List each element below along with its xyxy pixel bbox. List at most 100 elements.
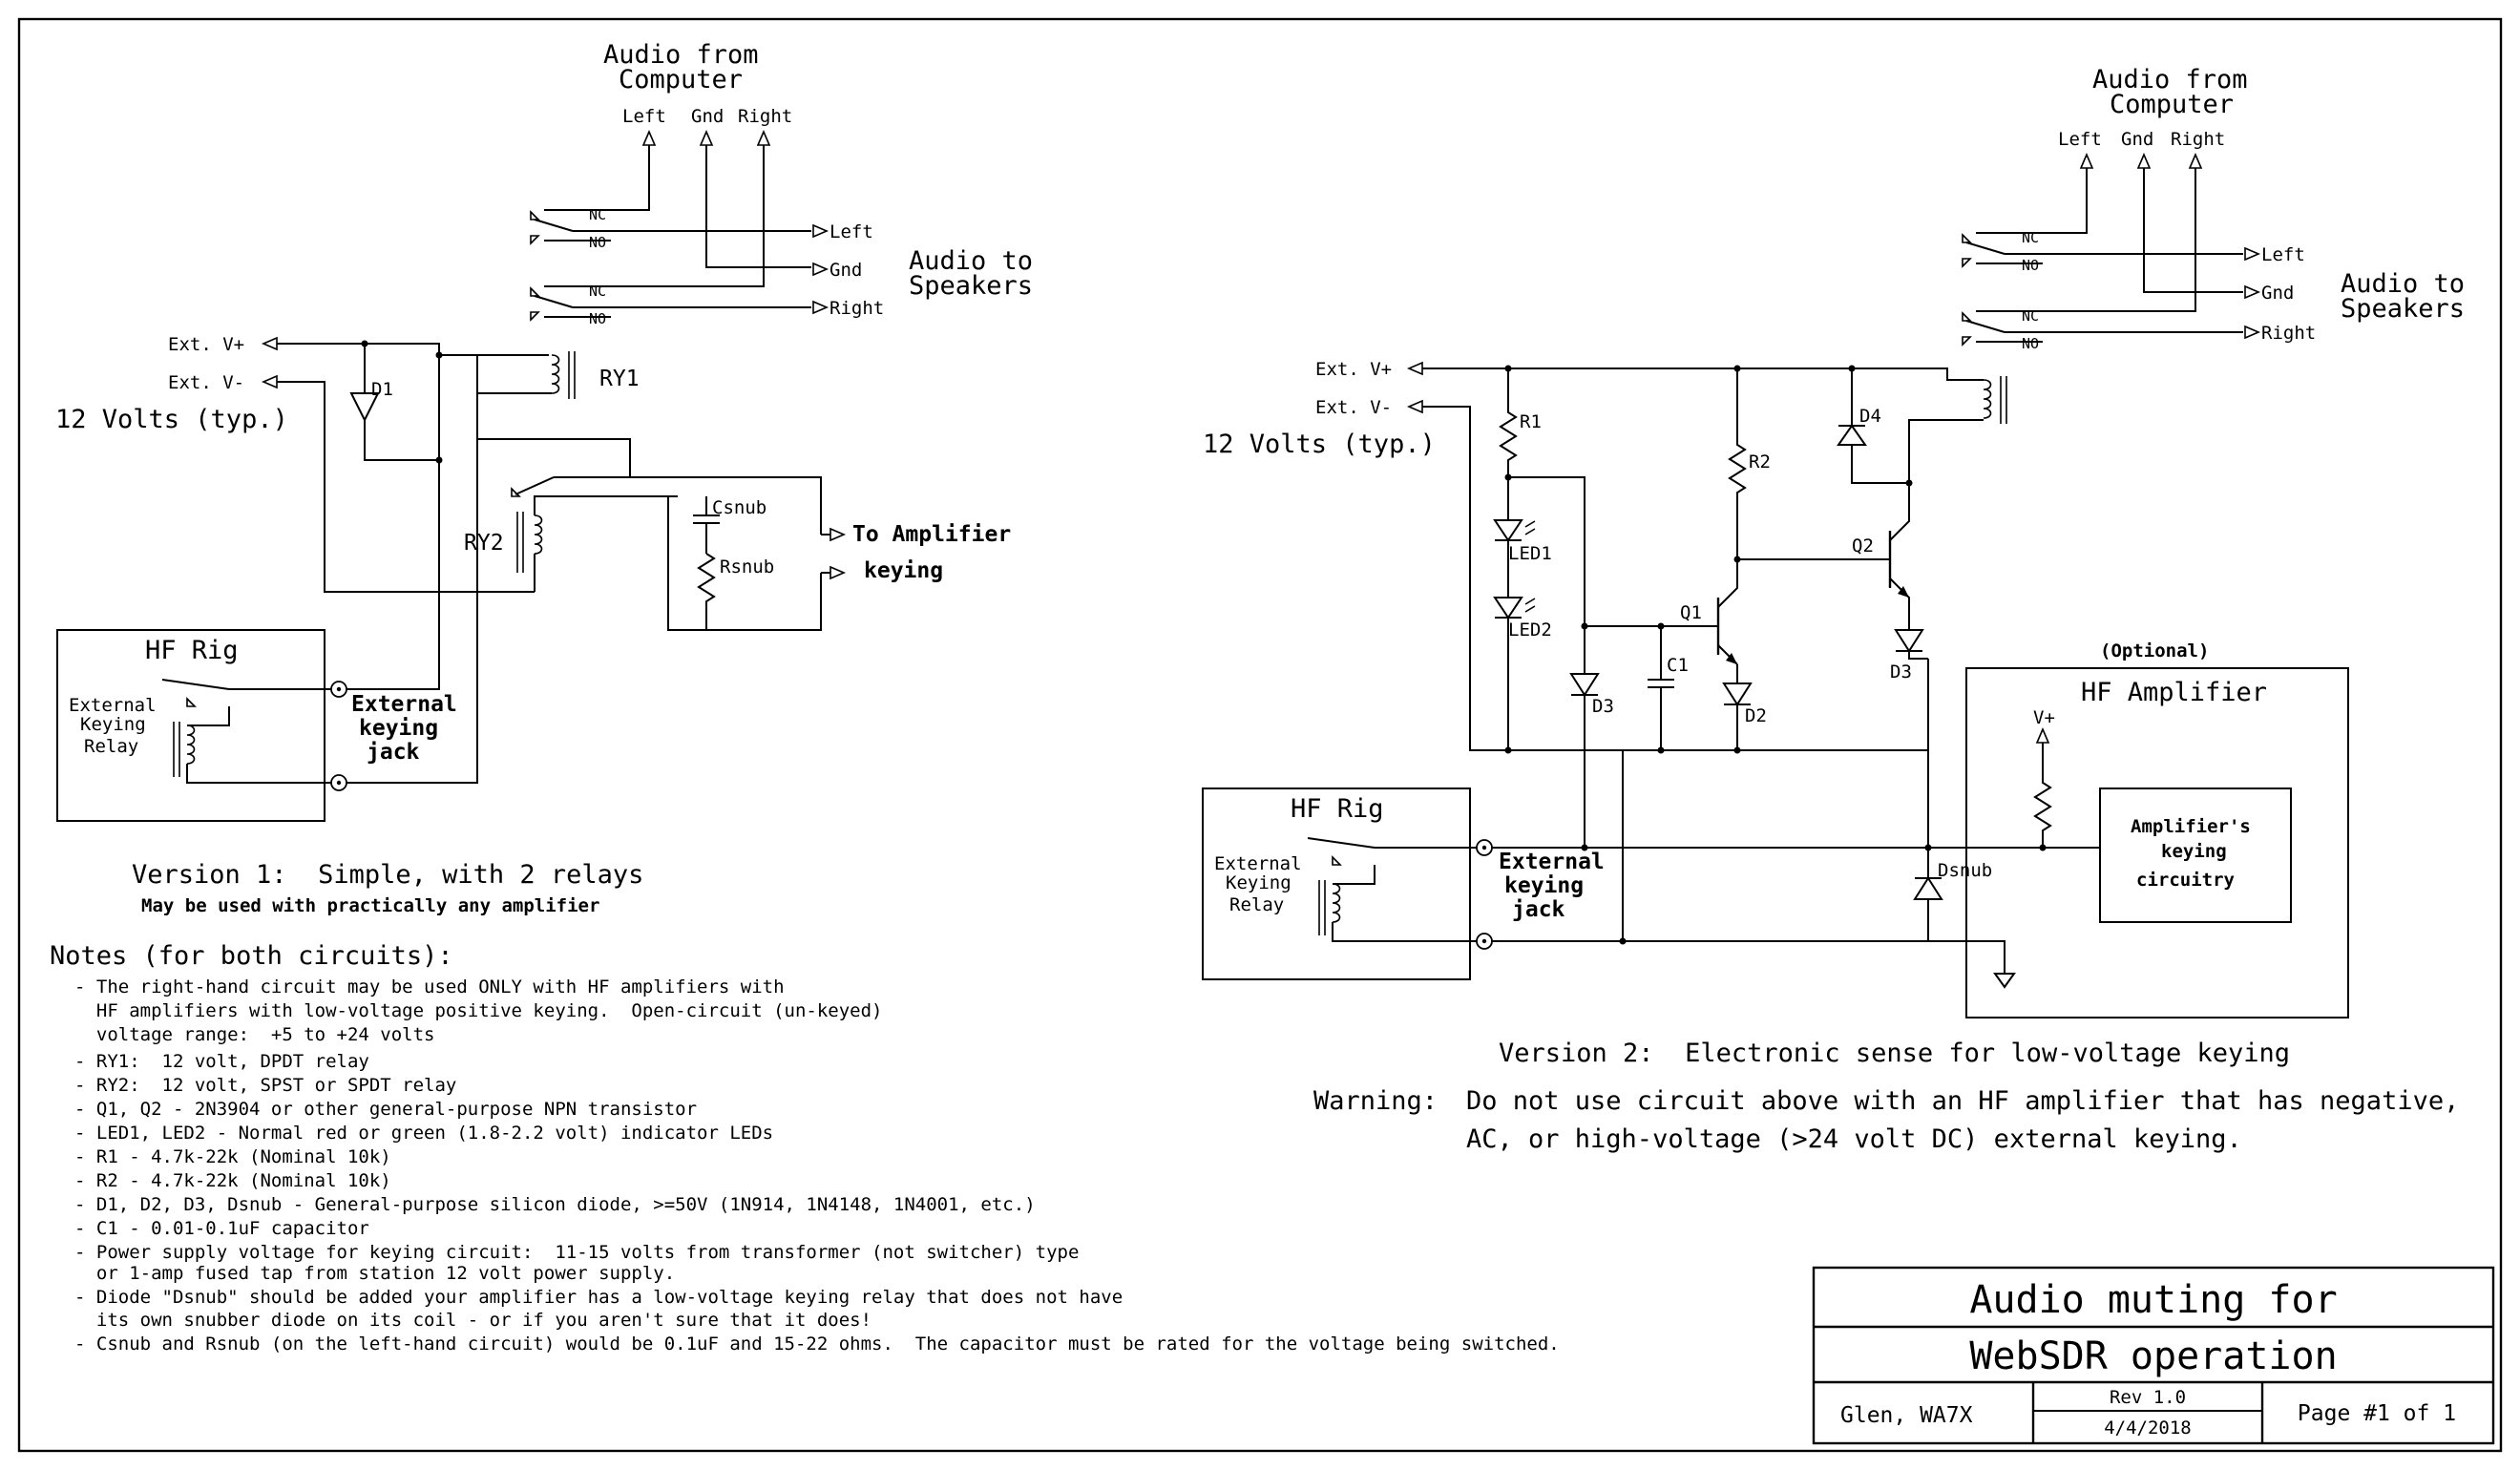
v2-hf-amp-title: HF Amplifier xyxy=(2081,678,2267,707)
v2-ext-keying-jack-3: jack xyxy=(1512,897,1565,922)
v2-c1-label: C1 xyxy=(1667,655,1689,676)
note-line: - Csnub and Rsnub (on the left-hand circ… xyxy=(74,1334,1560,1354)
v2-12-volts: 12 Volts (typ.) xyxy=(1203,430,1436,459)
note-line: its own snubber diode on its coil - or i… xyxy=(74,1310,872,1331)
v2-warning-label: Warning: xyxy=(1313,1086,1438,1116)
note-line: - R1 - 4.7k-22k (Nominal 10k) xyxy=(74,1146,391,1167)
v2-audio-to-line2: Speakers xyxy=(2341,294,2465,324)
title-line2: WebSDR operation xyxy=(1969,1334,2337,1378)
title-block: Audio muting for WebSDR operation Glen, … xyxy=(1812,1266,2495,1445)
v1-right-label: Right xyxy=(738,106,792,127)
v2-audio-to-line1: Audio to xyxy=(2341,269,2465,299)
v1-d1-label: D1 xyxy=(371,379,393,400)
version-2-circuit: Audio from Computer Left Gnd Right NC NO… xyxy=(1202,65,2465,1154)
v1-out-left: Left xyxy=(830,221,873,242)
v2-ext-keying-relay-2: Keying xyxy=(1226,872,1292,893)
title-date: 4/4/2018 xyxy=(2104,1418,2192,1438)
v1-no-2: NO xyxy=(589,310,606,327)
v2-gnd-label: Gnd xyxy=(2121,129,2153,150)
v1-out-gnd: Gnd xyxy=(830,260,862,281)
v2-amp-keying-3: circuitry xyxy=(2136,870,2235,891)
v2-out-right: Right xyxy=(2261,323,2316,344)
v1-hf-rig-title: HF Rig xyxy=(145,636,239,665)
v2-audio-from-line1: Audio from xyxy=(2092,65,2248,94)
v2-ext-keying-relay-1: External xyxy=(1214,853,1302,874)
v2-r2-label: R2 xyxy=(1749,452,1771,472)
v1-ry2-label: RY2 xyxy=(464,531,504,556)
note-line: - Q1, Q2 - 2N3904 or other general-purpo… xyxy=(74,1099,697,1120)
version-1-circuit: Audio from Computer Left Gnd Right NC NO… xyxy=(55,40,1033,916)
v2-nc-2: NC xyxy=(2022,307,2039,325)
v2-vplus: V+ xyxy=(2033,707,2055,728)
v2-hf-rig-title: HF Rig xyxy=(1291,794,1384,824)
note-line: HF amplifiers with low-voltage positive … xyxy=(74,1000,882,1021)
v2-led2-label: LED2 xyxy=(1508,620,1552,640)
title-author: Glen, WA7X xyxy=(1840,1403,1973,1428)
v2-out-left: Left xyxy=(2261,244,2305,265)
v2-ext-keying-jack-1: External xyxy=(1499,850,1605,874)
v1-ext-vplus: Ext. V+ xyxy=(168,334,244,355)
v1-ext-keying-relay-1: External xyxy=(69,695,157,716)
v2-d4-label: D4 xyxy=(1859,406,1881,427)
v2-nc-1: NC xyxy=(2022,229,2039,246)
v2-amp-keying-2: keying xyxy=(2161,841,2227,862)
v2-d3b-label: D3 xyxy=(1890,662,1912,682)
v1-rsnub-label: Rsnub xyxy=(720,556,774,578)
note-line: - D1, D2, D3, Dsnub - General-purpose si… xyxy=(74,1194,1036,1215)
note-line: voltage range: +5 to +24 volts xyxy=(74,1024,435,1045)
v1-audio-from-line1: Audio from xyxy=(603,40,759,70)
v1-ext-keying-jack-3: jack xyxy=(367,740,420,765)
v1-nc-2: NC xyxy=(589,283,606,300)
v1-caption: Version 1: Simple, with 2 relays xyxy=(132,860,643,890)
note-line: - RY2: 12 volt, SPST or SPDT relay xyxy=(74,1075,456,1096)
v1-ext-vminus: Ext. V- xyxy=(168,372,244,393)
v1-ext-keying-jack-2: keying xyxy=(359,716,438,741)
v1-ext-keying-relay-3: Relay xyxy=(84,736,138,757)
v2-right-label: Right xyxy=(2171,129,2225,150)
title-line1: Audio muting for xyxy=(1969,1278,2337,1322)
note-line: or 1-amp fused tap from station 12 volt … xyxy=(74,1263,675,1284)
v2-ext-vminus: Ext. V- xyxy=(1315,397,1392,418)
v2-warning-line2: AC, or high-voltage (>24 volt DC) extern… xyxy=(1466,1124,2242,1154)
v2-d3a-label: D3 xyxy=(1592,696,1614,717)
v1-audio-to-line2: Speakers xyxy=(909,271,1033,301)
v2-led1-label: LED1 xyxy=(1508,543,1552,564)
v2-dsnub-label: Dsnub xyxy=(1938,860,1992,881)
v1-to-amp: To Amplifier xyxy=(852,522,1011,547)
v2-q1-label: Q1 xyxy=(1680,602,1702,623)
v2-d2-label: D2 xyxy=(1745,705,1767,726)
v1-ext-keying-relay-2: Keying xyxy=(80,714,146,735)
v1-csnub-label: Csnub xyxy=(712,497,766,518)
note-line: - Diode "Dsnub" should be added your amp… xyxy=(74,1287,1123,1308)
v1-no-1: NO xyxy=(589,234,606,251)
v2-audio-from-line2: Computer xyxy=(2110,90,2234,119)
v2-r1-label: R1 xyxy=(1520,411,1542,432)
v2-warning-line1: Do not use circuit above with an HF ampl… xyxy=(1466,1086,2459,1116)
sheet-border xyxy=(17,17,2503,1453)
v1-subcaption: May be used with practically any amplifi… xyxy=(141,895,599,916)
v2-no-2: NO xyxy=(2022,335,2039,352)
note-line: - The right-hand circuit may be used ONL… xyxy=(74,976,785,998)
v1-left-label: Left xyxy=(622,106,666,127)
v1-ry1-label: RY1 xyxy=(599,367,640,391)
note-line: - R2 - 4.7k-22k (Nominal 10k) xyxy=(74,1170,391,1191)
v2-optional: (Optional) xyxy=(2100,640,2209,662)
note-line: - RY1: 12 volt, DPDT relay xyxy=(74,1051,369,1072)
v2-out-gnd: Gnd xyxy=(2261,283,2294,304)
note-line: - Power supply voltage for keying circui… xyxy=(74,1242,1079,1263)
v1-out-right: Right xyxy=(830,298,884,319)
v2-ext-vplus: Ext. V+ xyxy=(1315,359,1392,380)
v1-audio-to-line1: Audio to xyxy=(909,246,1033,276)
title-page: Page #1 of 1 xyxy=(2298,1401,2456,1426)
v1-12-volts: 12 Volts (typ.) xyxy=(55,405,288,434)
v2-q2-label: Q2 xyxy=(1852,536,1874,556)
v2-amp-keying-1: Amplifier's xyxy=(2131,816,2251,837)
title-rev: Rev 1.0 xyxy=(2110,1387,2186,1408)
v2-left-label: Left xyxy=(2058,129,2102,150)
v1-keying: keying xyxy=(864,558,943,583)
v1-gnd-label: Gnd xyxy=(691,106,724,127)
notes-heading: Notes (for both circuits): xyxy=(50,941,453,971)
note-line: - C1 - 0.01-0.1uF capacitor xyxy=(74,1218,369,1239)
note-line: - LED1, LED2 - Normal red or green (1.8-… xyxy=(74,1123,773,1144)
